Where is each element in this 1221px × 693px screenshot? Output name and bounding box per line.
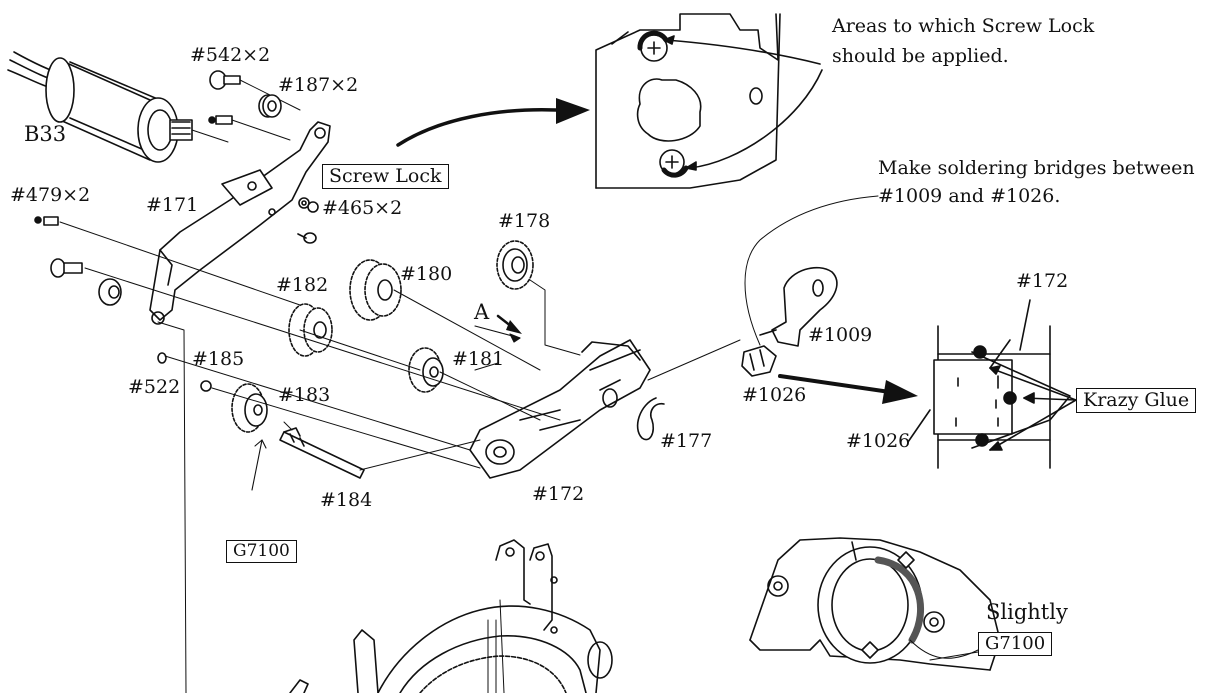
solder-detail-arrow: [778, 374, 918, 404]
solder-detail: [907, 299, 1077, 469]
label-187: #187×2: [278, 74, 359, 96]
label-arrow-a: A: [474, 300, 490, 324]
label-522: #522: [128, 376, 181, 398]
motor-b33-drawing: [7, 51, 229, 163]
leader-lines: [59, 195, 879, 693]
solder-note-line1: Make soldering bridges between: [878, 157, 1195, 179]
frame-172-drawing: [469, 339, 651, 479]
label-b33: B33: [24, 122, 67, 146]
krazy-glue-box-label: Krazy Glue: [1076, 388, 1197, 413]
screw-lock-arrow: [396, 98, 590, 147]
label-177: #177: [660, 430, 713, 452]
label-180: #180: [400, 263, 453, 285]
label-172-main: #172: [532, 483, 585, 505]
label-542: #542×2: [190, 44, 271, 66]
screw-lock-note-line1: Areas to which Screw Lock: [832, 15, 1095, 37]
screw-lock-note-line2: should be applied.: [832, 45, 1009, 67]
gear-178-drawing: [496, 240, 534, 290]
spring-177-drawing: [636, 397, 665, 441]
screw-lock-detail: [595, 13, 823, 189]
washer-522-drawing: [157, 352, 167, 364]
screws-465-drawing: [297, 197, 319, 244]
g7100-detail: [749, 537, 1001, 671]
gear-180-drawing: [349, 259, 402, 321]
lens-mount-drawing: [289, 539, 613, 693]
gear-182-drawing: [288, 303, 333, 357]
contact-1026-drawing: [741, 345, 777, 377]
contact-1009-drawing: [759, 266, 838, 347]
callout-lines: [251, 325, 521, 491]
solder-note-line2: #1009 and #1026.: [878, 185, 1061, 207]
label-1009: #1009: [808, 324, 873, 346]
label-183: #183: [278, 384, 331, 406]
arrow-a: [496, 314, 522, 334]
label-182: #182: [276, 274, 329, 296]
label-171: #171: [146, 194, 199, 216]
label-185: #185: [192, 348, 245, 370]
label-184: #184: [320, 489, 373, 511]
label-1026-detail: #1026: [846, 430, 911, 452]
label-172-detail: #172: [1016, 270, 1069, 292]
label-1026-main: #1026: [742, 384, 807, 406]
gear-183-drawing: [200, 380, 268, 433]
gear-181-drawing: [408, 347, 444, 393]
label-slightly: Slightly: [986, 600, 1068, 624]
screws-479-drawing: [34, 216, 122, 306]
screw-lock-box-label: Screw Lock: [322, 164, 449, 189]
bushing-187-drawing: [258, 94, 282, 118]
shaft-184-drawing: [279, 427, 365, 479]
g7100-box-label: G7100: [226, 540, 297, 563]
label-178: #178: [498, 210, 551, 232]
g7100-detail-box-label: G7100: [978, 632, 1053, 656]
label-465: #465×2: [322, 197, 403, 219]
label-479: #479×2: [10, 184, 91, 206]
label-181: #181: [452, 348, 505, 370]
